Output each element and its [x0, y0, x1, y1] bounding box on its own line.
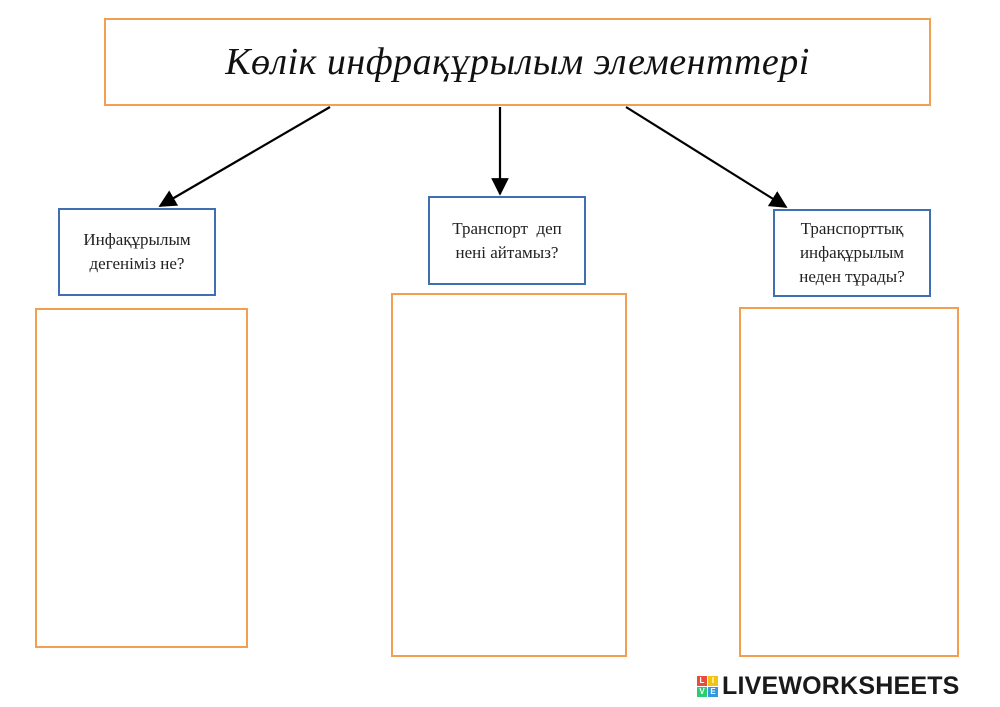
question-box-1: Инфақұрылым дегеніміз не?: [58, 208, 216, 296]
arrow-left: [158, 106, 331, 207]
arrow-right: [625, 106, 788, 208]
answer-box-2[interactable]: [391, 293, 627, 657]
liveworksheets-logo: L I V E LIVEWORKSHEETS: [697, 671, 960, 700]
logo-text: LIVEWORKSHEETS: [722, 671, 960, 700]
diagram-title-box: Көлік инфрақұрылым элементтері: [104, 18, 931, 106]
question-text-3: Транспорттық инфақұрылым неден тұрады?: [799, 219, 905, 286]
question-text-1: Инфақұрылым дегеніміз не?: [83, 230, 191, 273]
question-box-3: Транспорттық инфақұрылым неден тұрады?: [773, 209, 931, 297]
question-box-2: Транспорт деп нені айтамыз?: [428, 196, 586, 285]
question-text-2: Транспорт деп нені айтамыз?: [452, 218, 567, 262]
liveworksheets-mark-icon: L I V E: [697, 675, 718, 697]
answer-box-1[interactable]: [35, 308, 248, 648]
answer-box-3[interactable]: [739, 307, 959, 657]
diagram-title: Көлік инфрақұрылым элементтері: [225, 41, 810, 83]
